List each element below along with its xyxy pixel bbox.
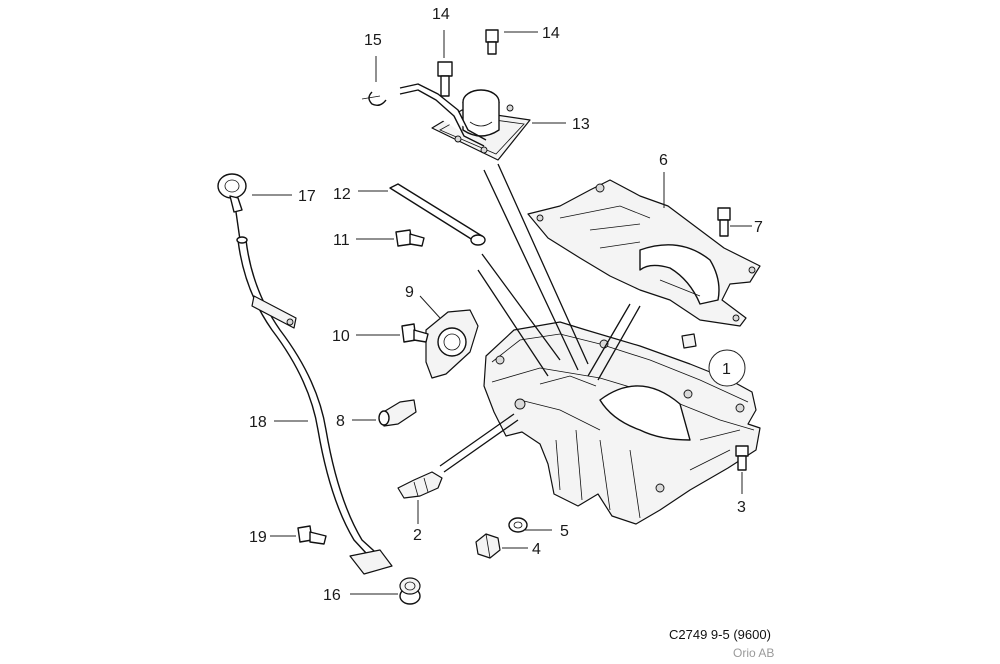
part-13-pump-cover: [399, 83, 531, 161]
callout-1-circle: [708, 349, 746, 387]
callout-16: 16: [323, 587, 341, 604]
drawing-code: C2749 9-5 (9600): [669, 627, 771, 642]
part-17-dipstick-handle: [217, 173, 247, 213]
callout-7: 7: [754, 219, 763, 236]
part-2-fitting: [397, 471, 443, 499]
part-14-bolt-left: [437, 61, 453, 97]
callout-11: 11: [333, 232, 350, 249]
grommet: [681, 333, 697, 349]
callout-1: 1: [722, 361, 731, 378]
part-15-clip: [361, 91, 387, 107]
callout-10: 10: [332, 328, 350, 345]
part-14-bolt-right: [485, 29, 499, 55]
part-19-bolt: [297, 525, 327, 545]
part-18-dipstick-tube: [235, 211, 393, 575]
part-3-bolt: [735, 445, 749, 471]
callout-17: 17: [298, 188, 316, 205]
callout-5: 5: [560, 523, 569, 540]
callout-3: 3: [737, 499, 746, 516]
part-12-long-bolt: [389, 183, 486, 246]
callout-6: 6: [659, 152, 668, 169]
part-4-drain-plug: [475, 533, 501, 559]
callout-15: 15: [364, 32, 382, 49]
part-10-bolt: [401, 323, 429, 343]
assembly-lines: [439, 163, 641, 473]
part-6-baffle-plate: [527, 179, 761, 327]
callout-8: 8: [336, 413, 345, 430]
company-name: Orio AB: [733, 646, 775, 660]
callout-13: 13: [572, 116, 590, 133]
part-7-bolt: [717, 207, 731, 237]
callout-12: 12: [333, 186, 351, 203]
leader-lines: [252, 30, 752, 595]
part-11-bolt: [395, 229, 425, 247]
callout-2: 2: [413, 527, 422, 544]
part-8-plug: [378, 399, 417, 427]
callout-14-left: 14: [432, 6, 450, 23]
callout-9: 9: [405, 284, 414, 301]
callout-4: 4: [532, 541, 541, 558]
callout-18: 18: [249, 414, 267, 431]
callout-14-right: 14: [542, 25, 560, 42]
part-1-oil-sump: [483, 321, 761, 525]
part-9-cover-plate: [425, 309, 479, 379]
callout-19: 19: [249, 529, 267, 546]
part-16-seal: [399, 577, 421, 605]
part-5-washer: [508, 517, 528, 533]
